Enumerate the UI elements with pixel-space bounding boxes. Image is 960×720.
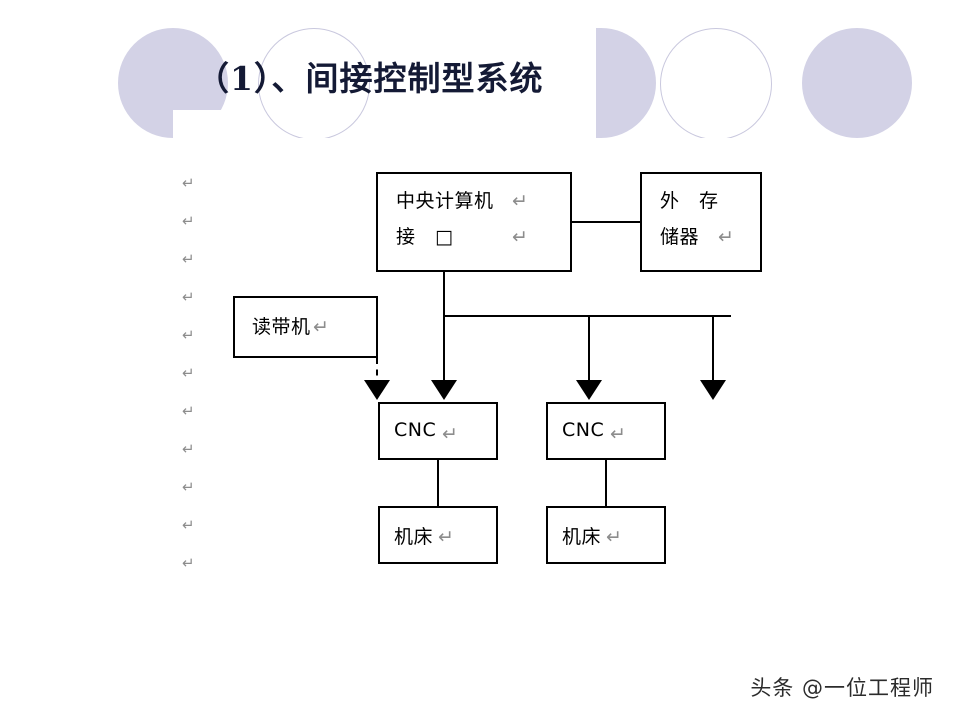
block-machine-tool-1[interactable]: 机床 ↵ (378, 506, 498, 564)
block-cnc-2[interactable]: CNC ↵ (546, 402, 666, 460)
connector-bus-to-cnc2 (588, 315, 590, 387)
spellcheck-underline (252, 334, 314, 339)
paragraph-mark: ↵ (182, 554, 195, 572)
block-label: CNC (394, 419, 437, 441)
connector-bus (443, 315, 731, 317)
paragraph-mark-inline: ↵ (512, 190, 529, 212)
connector-cnc1-to-mt1 (437, 460, 439, 506)
header-mask-band (0, 138, 960, 178)
paragraph-mark-inline: ↵ (606, 526, 623, 548)
block-tape-reader[interactable]: 读带机 ↵ (233, 296, 378, 358)
arrowhead-cnc1 (431, 380, 457, 400)
paragraph-mark: ↵ (182, 212, 195, 230)
arrowhead-spare (700, 380, 726, 400)
watermark-text: 头条 @一位工程师 (750, 676, 934, 700)
block-cnc-1[interactable]: CNC ↵ (378, 402, 498, 460)
paragraph-mark: ↵ (182, 250, 195, 268)
paragraph-mark: ↵ (182, 174, 195, 192)
block-external-storage[interactable]: 外 存 储器 ↵ (640, 172, 762, 272)
paragraph-mark: ↵ (182, 440, 195, 458)
decorative-filled-circle-right (802, 28, 912, 138)
block-central-computer[interactable]: 中央计算机 ↵ 接 □ ↵ (376, 172, 572, 272)
paragraph-mark-inline: ↵ (610, 423, 627, 445)
block-label-line-1: 外 存 (660, 190, 719, 212)
paragraph-mark: ↵ (182, 364, 195, 382)
arrowhead-cnc2 (576, 380, 602, 400)
paragraph-mark-inline: ↵ (313, 316, 330, 338)
connector-cnc2-to-mt2 (605, 460, 607, 506)
header-mask-band-top (0, 0, 960, 28)
connector-reader-to-cnc1 (376, 358, 378, 387)
paragraph-mark-column: ↵ ↵ ↵ ↵ ↵ ↵ ↵ ↵ ↵ ↵ ↵ (182, 164, 195, 582)
block-machine-tool-2[interactable]: 机床 ↵ (546, 506, 666, 564)
block-label-line-2: 储器 (660, 226, 700, 248)
connector-cpu-down (443, 272, 445, 387)
paragraph-mark: ↵ (182, 402, 195, 420)
paragraph-mark: ↵ (182, 288, 195, 306)
block-label-line-1: 中央计算机 (396, 190, 494, 212)
paragraph-mark-inline: ↵ (442, 423, 459, 445)
block-label-line-2: 接 □ (396, 226, 454, 248)
connector-bus-to-spare (712, 315, 714, 387)
paragraph-mark-inline: ↵ (718, 226, 735, 248)
connector-cpu-to-storage (572, 221, 640, 223)
paragraph-mark: ↵ (182, 516, 195, 534)
block-label: CNC (562, 419, 605, 441)
block-label: 读带机 (252, 316, 311, 338)
paragraph-mark: ↵ (182, 326, 195, 344)
paragraph-mark: ↵ (182, 478, 195, 496)
block-label: 机床 (394, 526, 434, 548)
paragraph-mark-inline: ↵ (438, 526, 455, 548)
page-title: （1）、间接控制型系统 (196, 59, 544, 98)
paragraph-mark-inline: ↵ (512, 226, 529, 248)
block-label: 机床 (562, 526, 602, 548)
arrowhead-reader (364, 380, 390, 400)
